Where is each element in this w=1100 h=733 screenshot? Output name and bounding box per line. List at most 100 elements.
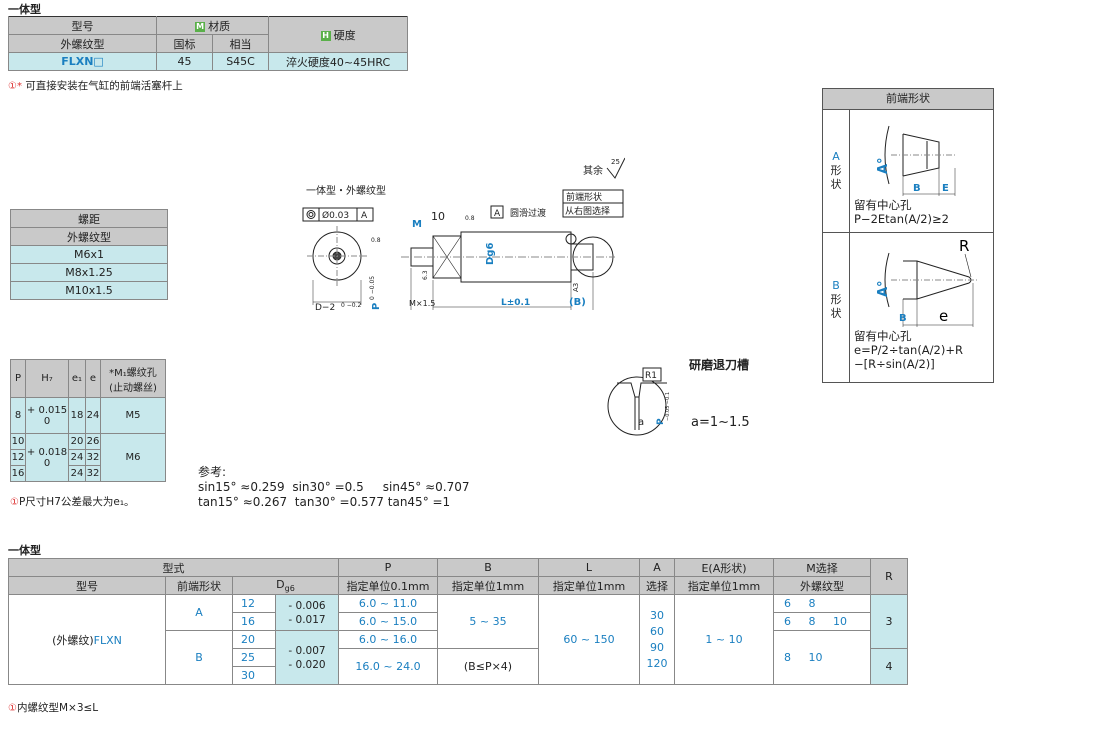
h-l: L [538,558,640,577]
h-e: E(A形状) [674,558,774,577]
h7-cell: 18 [68,397,86,434]
row-model: FLXN□ [7,52,158,71]
h7-h-h7: H₇ [25,359,69,398]
pitch-table: 螺距 外螺纹型 M6x1 M8x1.25 M10x1.5 [10,209,168,300]
shape-b-e: e [939,307,948,325]
note-top: ①* 可直接安装在气缸的前端活塞杆上 [8,80,183,92]
groove-formula: a=1~1.5 [691,415,750,430]
hardness-badge: H [320,30,331,41]
material-badge: M [195,21,206,32]
reference-line1: sin15° ≈0.259 sin30° =0.5 sin45° ≈0.707 [198,480,470,494]
datum-label: A [494,209,501,219]
r-val: 4 [870,648,908,685]
rough-0.8: 0.8 [371,237,381,244]
h7-note: ①P尺寸H7公差最大为e₁。 [10,496,135,508]
m-row2: 6 8 10 [773,612,871,631]
shape-a-diagram: A° B E [876,125,956,196]
concentricity-value: Ø0.03 [322,210,349,221]
drawing-title: 一体型・外螺纹型 [306,184,386,197]
reference-line2: tan15° ≈0.267 tan30° =0.577 tan45° =1 [198,495,451,509]
h7-cell: 24 [68,449,86,466]
note-icon: ①* [8,81,22,92]
shape-b-b: B [899,313,907,324]
s-l: 指定单位1mm [538,576,640,595]
pitch-row: M10x1.5 [10,281,168,300]
s-b: 指定单位1mm [437,576,539,595]
sub-eq: 相当 [211,34,270,53]
pitch-row: M8x1.25 [10,263,168,282]
model-header: 型号 [7,16,158,35]
h7-h-e1: e₁ [68,359,86,398]
pitch-row: M6x1 [10,245,168,264]
tol-b: - 0.007- 0.020 [275,630,339,685]
other-roughness-val: 25 [611,158,620,166]
d-val: 20 [232,630,276,649]
label-mx15: M×1.5 [409,299,435,308]
s-model: 型号 [8,576,166,595]
h7-cell: 16 [10,465,26,482]
front-shape-header: 前端形状 [823,89,993,110]
sub-model: 外螺纹型 [7,34,158,53]
groove-profile [617,382,667,398]
s-m: 外螺纹型 [773,576,871,595]
h7-cell: 32 [85,449,101,466]
reference-label: 参考: [198,465,227,479]
p-val: 16.0 ~ 24.0 [338,648,438,685]
label-a3: A3 [572,283,580,292]
l-val: 60 ~ 150 [538,594,640,685]
datum-box [490,205,504,219]
label-dg6: Dg6 [485,243,496,265]
row-hardness: 淬火硬度40~45HRC [268,52,408,71]
s-e: 指定单位1mm [674,576,774,595]
h-a: A [639,558,675,577]
concentricity-datum: A [361,211,368,221]
label-d-2: D−2 [315,303,335,313]
b-val: 5 ~ 35 [437,594,539,649]
tol-a: - 0.006- 0.017 [275,594,339,631]
h7-h-e: e [85,359,101,398]
h7-h-p: P [10,359,26,398]
shape-a-angle: A° [876,157,891,174]
other-roughness: 其余 [583,164,603,177]
p-val: 6.0 ~ 16.0 [338,630,438,649]
shape-b: B [165,630,233,685]
d-val: 30 [232,666,276,685]
s-p: 指定单位0.1mm [338,576,438,595]
h7-h-m1: *M₁螺纹孔(止动螺丝) [100,359,166,398]
rough-0.8-b: 0.8 [465,215,475,222]
shape-b-diagram: A° R B e [876,237,977,327]
note-bottom: ①内螺纹型M×3≤L [8,702,99,714]
shape-a: A [165,594,233,631]
model-cell: (外螺纹)FLXN [8,594,166,685]
s-d: Dg6 [232,576,339,595]
shape-b-r: R [959,237,969,255]
h-p: P [338,558,438,577]
groove-drawing: 研磨退刀槽 R1 a P −0.05 −0.1 a=1~1.5 [607,357,750,436]
groove-circle [607,376,667,436]
sub-std: 国标 [156,34,213,53]
reference-block: 参考: sin15° ≈0.259 sin30° =0.5 sin45° ≈0.… [198,465,469,510]
concentricity-icon [306,210,316,219]
label-p-tol: 0 −0.05 [369,276,376,300]
r-val: 3 [870,594,908,649]
groove-p-tol: −0.05 −0.1 [665,392,671,421]
roughness-icon [606,157,625,179]
h-r: R [870,558,908,595]
concentricity-frame [302,207,374,222]
shaft-drawing: 一体型・外螺纹型 其余 25 Ø0.03 A D−2 0 −0.2 P 0 −0… [302,157,625,313]
h-m: M选择 [773,558,871,577]
section-title-1: 一体型 [8,3,41,16]
h7-cell: M5 [100,397,166,434]
h7-cell: 10 [10,433,26,450]
